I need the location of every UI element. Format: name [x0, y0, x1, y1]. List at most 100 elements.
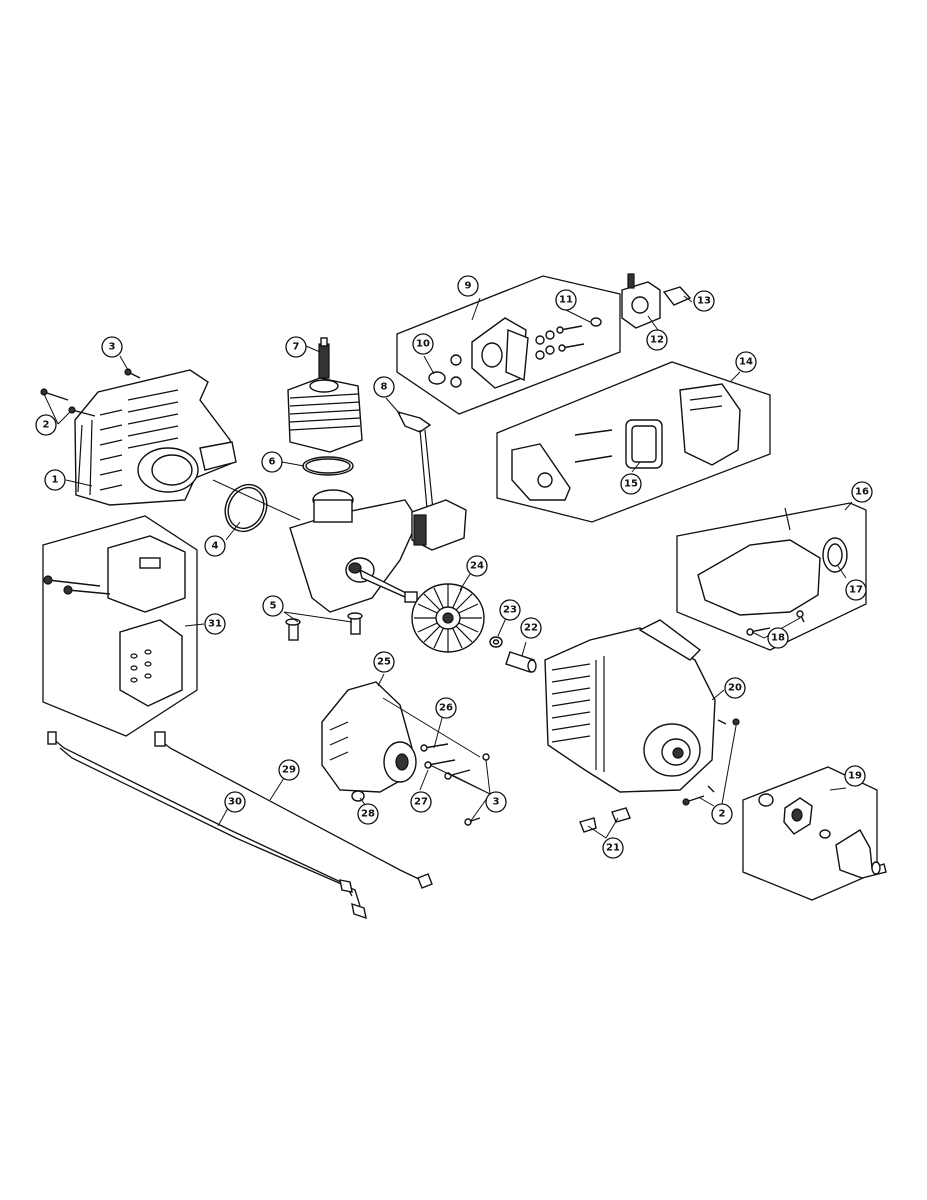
callout-3: 3	[485, 791, 507, 813]
callout-circle	[520, 617, 542, 639]
callout-circle	[261, 451, 283, 473]
callout-number: 25	[377, 657, 391, 668]
callout-24: 24	[466, 555, 488, 577]
callout-circle	[711, 803, 733, 825]
callout-number: 28	[361, 809, 375, 820]
callout-circle	[735, 351, 757, 373]
callout-circle	[373, 376, 395, 398]
callout-circle	[224, 791, 246, 813]
callout-25: 25	[373, 651, 395, 673]
callout-31: 31	[204, 613, 226, 635]
shroud-screws	[40, 368, 141, 417]
callout-number: 16	[855, 487, 869, 498]
callout-number: 14	[739, 357, 753, 368]
callout-circle	[602, 837, 624, 859]
callout-11: 11	[555, 289, 577, 311]
callout-19: 19	[844, 765, 866, 787]
callout-circle	[278, 759, 300, 781]
fuel-tank	[697, 507, 848, 636]
callout-number: 1	[52, 475, 59, 486]
callout-circle	[435, 697, 457, 719]
clutch-assembly	[758, 793, 887, 879]
callout-3: 3	[101, 336, 123, 358]
starter-screws	[682, 718, 740, 806]
air-filter-housing	[511, 383, 741, 501]
callout-2: 2	[711, 803, 733, 825]
callout-30: 30	[224, 791, 246, 813]
callout-7: 7	[285, 336, 307, 358]
callout-13: 13	[693, 290, 715, 312]
callout-number: 3	[493, 797, 500, 808]
callout-23: 23	[499, 599, 521, 621]
callout-circle	[555, 289, 577, 311]
callout-number: 27	[414, 797, 428, 808]
callout-26: 26	[435, 697, 457, 719]
spacer-tube	[505, 651, 537, 673]
callout-21: 21	[602, 837, 624, 859]
callout-number: 11	[559, 295, 573, 306]
callout-number: 8	[381, 382, 388, 393]
callout-number: 15	[624, 479, 638, 490]
callout-circle	[499, 599, 521, 621]
callout-circle	[204, 613, 226, 635]
callout-number: 2	[43, 420, 50, 431]
callout-circle	[35, 414, 57, 436]
callout-number: 6	[269, 457, 276, 468]
callout-number: 12	[650, 335, 664, 346]
callout-16: 16	[851, 481, 873, 503]
callout-12: 12	[646, 329, 668, 351]
callout-number: 29	[282, 765, 296, 776]
callout-circle	[357, 803, 379, 825]
callout-number: 7	[293, 342, 300, 353]
clutch-housing	[321, 681, 417, 793]
wire-clips	[579, 807, 631, 833]
callout-number: 24	[470, 561, 484, 572]
callout-circle	[204, 535, 226, 557]
callout-14: 14	[735, 351, 757, 373]
clip-10	[428, 371, 446, 385]
callout-number: 20	[728, 683, 742, 694]
callout-17: 17	[845, 579, 867, 601]
callout-8: 8	[373, 376, 395, 398]
callout-circle	[410, 791, 432, 813]
callout-circle	[457, 275, 479, 297]
callout-15: 15	[620, 473, 642, 495]
callout-29: 29	[278, 759, 300, 781]
callout-number: 21	[606, 843, 620, 854]
callout-27: 27	[410, 791, 432, 813]
callout-number: 5	[270, 601, 277, 612]
air-filter-base	[450, 317, 602, 389]
carb-gasket	[662, 286, 692, 306]
crankcase	[289, 489, 419, 613]
callout-number: 2	[719, 809, 726, 820]
callout-number: 22	[524, 623, 538, 634]
callout-1: 1	[44, 469, 66, 491]
callout-circle	[845, 579, 867, 601]
callout-18: 18	[767, 627, 789, 649]
callout-circle	[373, 651, 395, 673]
callout-number: 18	[771, 633, 785, 644]
callout-circle	[485, 791, 507, 813]
cylinder-head	[287, 337, 363, 453]
callout-circle	[646, 329, 668, 351]
cylinder-shroud	[74, 369, 237, 506]
callout-circle	[844, 765, 866, 787]
callout-circle	[851, 481, 873, 503]
callout-number: 13	[697, 296, 711, 307]
callout-22: 22	[520, 617, 542, 639]
callout-circle	[285, 336, 307, 358]
callout-circle	[693, 290, 715, 312]
flywheel	[411, 583, 485, 653]
callout-number: 19	[848, 771, 862, 782]
throttle-cable	[154, 731, 433, 889]
callout-circle	[44, 469, 66, 491]
callout-2: 2	[35, 414, 57, 436]
callout-circle	[262, 595, 284, 617]
starter-housing	[544, 619, 716, 793]
crankcase-bolts	[285, 612, 363, 641]
callout-number: 9	[465, 281, 472, 292]
callout-circle	[101, 336, 123, 358]
callout-number: 3	[109, 342, 116, 353]
callout-circle	[767, 627, 789, 649]
